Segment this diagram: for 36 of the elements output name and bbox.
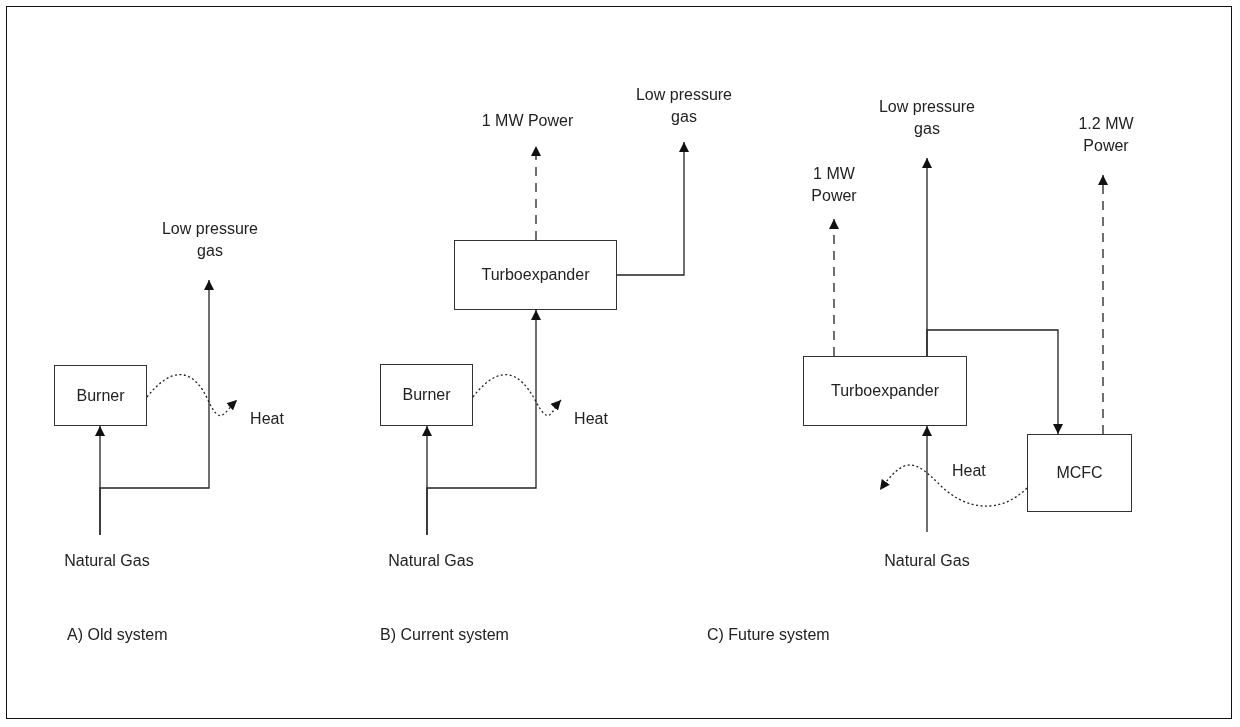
- process-box: [54, 365, 147, 426]
- panel-caption: B) Current system: [380, 626, 509, 644]
- flow-label: Heat: [250, 409, 284, 429]
- flow-arrow: [531, 145, 541, 241]
- flow-label: Low pressure gas: [634, 85, 733, 127]
- flow-arrow: [926, 329, 1063, 435]
- flow-label: Natural Gas: [64, 551, 150, 571]
- heat-arrow: [472, 374, 562, 417]
- panel-caption: A) Old system: [67, 626, 168, 644]
- heat-arrow: [146, 374, 238, 417]
- process-box: [380, 364, 473, 426]
- flow-label: Natural Gas: [388, 551, 474, 571]
- flow-arrow: [1098, 174, 1108, 435]
- flow-label: 1 MW Power: [810, 164, 858, 206]
- panel-caption: C) Future system: [707, 626, 830, 644]
- process-box: [1027, 434, 1132, 512]
- heat-arrow: [879, 464, 1028, 507]
- box-label: Burner: [402, 385, 451, 405]
- process-box: [454, 240, 617, 310]
- box-label: Turboexpander: [481, 265, 590, 285]
- flow-arrow: [616, 141, 689, 276]
- flow-label: Heat: [574, 409, 608, 429]
- edge-label: Heat: [952, 462, 986, 480]
- flow-label: 1 MW Power: [481, 111, 574, 131]
- flow-label: Low pressure gas: [877, 97, 976, 139]
- box-label: MCFC: [1056, 463, 1103, 483]
- flow-label: Natural Gas: [884, 551, 970, 571]
- flow-label: 1.2 MW Power: [1077, 114, 1135, 156]
- box-label: Turboexpander: [831, 381, 939, 401]
- flow-arrow: [829, 218, 839, 357]
- process-box: [803, 356, 967, 426]
- flow-arrow: [426, 309, 541, 536]
- box-label: Burner: [76, 385, 125, 406]
- flow-arrow: [99, 279, 214, 536]
- flow-label: Low pressure gas: [160, 219, 259, 261]
- flow-arrow: [922, 425, 932, 533]
